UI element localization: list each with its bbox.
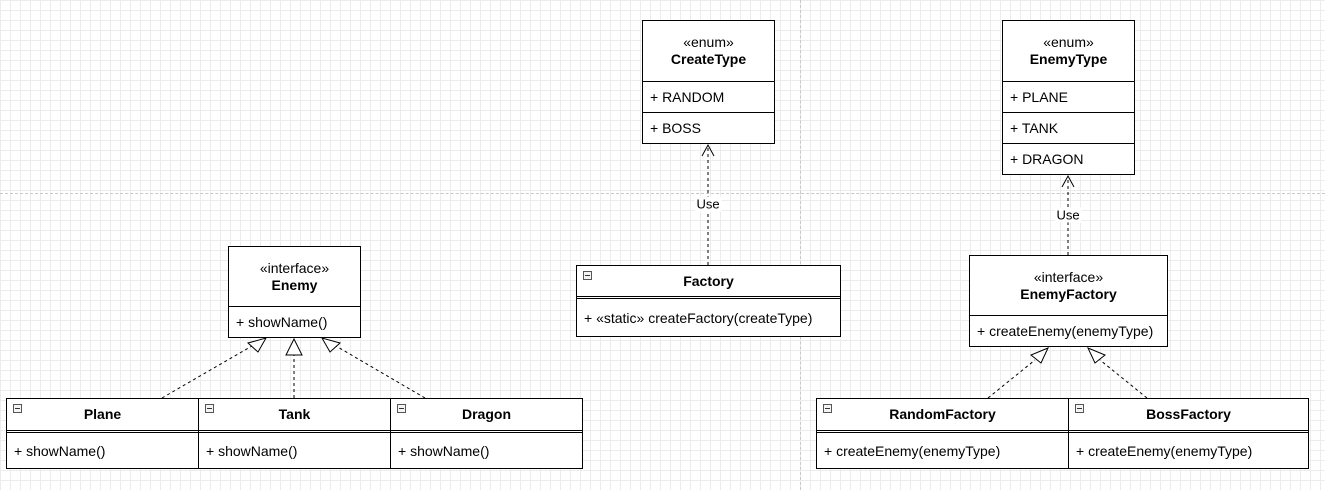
class-header: «enum» EnemyType xyxy=(1003,21,1134,82)
dependency-label: Use xyxy=(1054,207,1082,223)
class-name: Plane xyxy=(83,406,122,422)
realization-dragon-enemy[interactable] xyxy=(335,345,426,399)
collapse-icon[interactable] xyxy=(205,404,214,413)
enum-literal: + RANDOM xyxy=(643,82,774,113)
class-createtype[interactable]: «enum» CreateType + RANDOM + BOSS xyxy=(642,20,775,144)
operation: + createEnemy(enemyType) xyxy=(977,323,1154,339)
enum-literal: + PLANE xyxy=(1003,82,1134,113)
class-header: «enum» CreateType xyxy=(643,21,774,82)
collapse-icon[interactable] xyxy=(583,271,592,280)
class-name: Tank xyxy=(278,406,311,422)
collapse-icon[interactable] xyxy=(397,404,406,413)
class-randomfactory[interactable]: RandomFactory + createEnemy(enemyType) xyxy=(816,398,1069,469)
class-header: «interface» Enemy xyxy=(229,247,360,307)
operation: + showName() xyxy=(236,314,328,330)
operation: + createEnemy(enemyType) xyxy=(1076,442,1253,459)
page-guide-vertical xyxy=(800,0,801,490)
collapse-icon[interactable] xyxy=(13,404,22,413)
class-enemy[interactable]: «interface» Enemy + showName() xyxy=(228,246,361,338)
realization-triangle-icon xyxy=(320,337,342,353)
class-header: «interface» EnemyFactory xyxy=(970,256,1167,316)
realization-randomfactory-enemyfactory[interactable] xyxy=(987,359,1036,399)
class-name: Factory xyxy=(683,272,734,289)
class-name: EnemyType xyxy=(1029,51,1108,67)
collapse-icon[interactable] xyxy=(823,404,832,413)
class-name: BossFactory xyxy=(1146,406,1231,422)
class-header: BossFactory xyxy=(1069,399,1308,433)
realization-plane-enemy[interactable] xyxy=(161,345,253,399)
class-header: Dragon xyxy=(391,399,582,433)
class-header: Plane xyxy=(7,399,198,433)
stereotype-label: «interface» xyxy=(259,259,330,276)
realization-triangle-icon xyxy=(285,337,303,356)
realization-triangle-icon xyxy=(1087,347,1106,364)
collapse-icon[interactable] xyxy=(1075,404,1084,413)
class-name: Dragon xyxy=(462,406,511,422)
stereotype-label: «interface» xyxy=(1033,268,1104,285)
page-guide-horizontal xyxy=(0,193,1325,194)
operation: + showName() xyxy=(14,442,106,459)
class-header: RandomFactory xyxy=(817,399,1068,433)
dependency-label: Use xyxy=(694,196,722,212)
realization-triangle-icon xyxy=(246,337,268,353)
realization-bossfactory-enemyfactory[interactable] xyxy=(1099,359,1148,399)
class-name: Enemy xyxy=(271,276,318,293)
class-enemytype[interactable]: «enum» EnemyType + PLANE + TANK + DRAGON xyxy=(1002,20,1135,175)
enum-literal: + DRAGON xyxy=(1010,151,1084,167)
class-name: CreateType xyxy=(670,51,747,67)
class-tank[interactable]: Tank + showName() xyxy=(198,398,391,469)
realization-triangle-icon xyxy=(1030,347,1049,364)
operation: + showName() xyxy=(206,442,298,459)
enum-literal: + BOSS xyxy=(650,120,701,136)
enum-literal: + TANK xyxy=(1003,113,1134,144)
class-name: EnemyFactory xyxy=(1020,285,1117,302)
class-plane[interactable]: Plane + showName() xyxy=(6,398,199,469)
stereotype-label: «enum» xyxy=(683,34,734,50)
class-name: RandomFactory xyxy=(889,406,996,422)
class-enemyfactory[interactable]: «interface» EnemyFactory + createEnemy(e… xyxy=(969,255,1168,347)
operation: + «static» createFactory(createType) xyxy=(584,309,813,326)
operation: + createEnemy(enemyType) xyxy=(824,442,1001,459)
class-header: Tank xyxy=(199,399,390,433)
stereotype-label: «enum» xyxy=(1043,34,1094,50)
class-bossfactory[interactable]: BossFactory + createEnemy(enemyType) xyxy=(1068,398,1309,469)
class-dragon[interactable]: Dragon + showName() xyxy=(390,398,583,469)
class-factory[interactable]: Factory + «static» createFactory(createT… xyxy=(576,265,841,337)
class-header: Factory xyxy=(577,266,840,299)
operation: + showName() xyxy=(398,442,490,459)
